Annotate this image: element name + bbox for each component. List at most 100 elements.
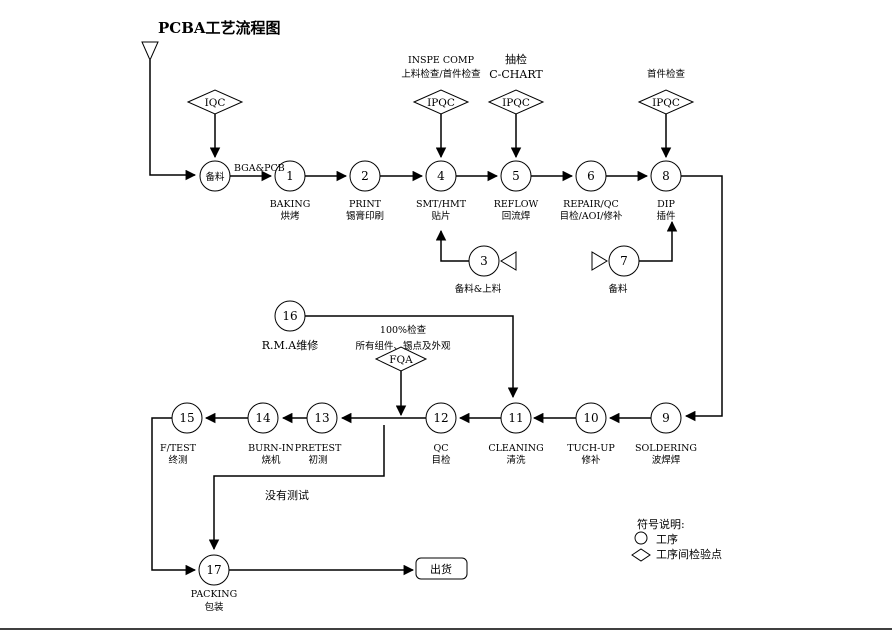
node-12-en: QC [433, 443, 448, 454]
iqc-label: IQC [205, 97, 226, 109]
edge-7-to-8 [639, 220, 678, 262]
edge-3-to-4 [435, 229, 469, 262]
node-8-number: 8 [662, 169, 670, 183]
bga-pcb-label: BGA&PCB [234, 163, 285, 174]
node-3-number: 3 [480, 254, 488, 268]
edge-no-test-to-17 [208, 425, 385, 551]
node-13-number: 13 [314, 411, 329, 425]
node-17: 17 [198, 554, 230, 586]
node-15-number: 15 [179, 411, 194, 425]
node-15: 15 [171, 402, 203, 434]
node-stock-label: 备料 [205, 171, 225, 183]
node-9-cn: 波焊焊 [652, 454, 681, 466]
ipqc5-top2: C-CHART [489, 68, 543, 81]
node-4-number: 4 [437, 169, 445, 183]
edge-15-to-17 [151, 417, 197, 576]
node-3: 3 [468, 245, 500, 277]
ipqc4-top1: INSPE COMP [408, 55, 475, 66]
node-9: 9 [650, 402, 682, 434]
node-12-number: 12 [433, 411, 448, 425]
node-7-number: 7 [620, 254, 628, 268]
node-14-cn: 烧机 [261, 454, 281, 466]
ipqc8-diamond: IPQC [637, 89, 695, 115]
ipqc4-label: IPQC [427, 97, 455, 109]
fqa-top2: 所有组件、锡点及外观 [355, 340, 451, 352]
node-16-number: 16 [282, 309, 297, 323]
node-17-number: 17 [206, 563, 221, 577]
ipqc4-diamond: IPQC [412, 89, 470, 115]
node-2: 2 [349, 160, 381, 192]
node-14: 14 [247, 402, 279, 434]
node-10-en: TUCH-UP [567, 443, 615, 454]
legend-inspection-diamond-icon [631, 548, 651, 562]
edge-16-to-11 [305, 315, 519, 399]
node-17-cn: 包装 [204, 601, 224, 613]
node-12-cn: 目检 [431, 454, 451, 466]
node-stock: 备料 [199, 160, 231, 192]
node-17-en: PACKING [191, 589, 237, 600]
node-7-cn: 备料 [608, 283, 628, 295]
node-8-cn: 插件 [656, 210, 676, 222]
node-4-en: SMT/HMT [416, 199, 467, 210]
node-3-source-triangle-icon [500, 251, 517, 271]
node-7-source-triangle-icon [591, 251, 608, 271]
node-11-cn: 清洗 [506, 454, 526, 466]
node-11-en: CLEANING [488, 443, 543, 454]
node-6-en: REPAIR/QC [563, 199, 619, 210]
edge-start-to-stock [149, 60, 197, 181]
node-13-en: PRETEST [295, 443, 342, 454]
node-1-cn: 烘烤 [280, 210, 300, 222]
fqa-top1: 100%检查 [380, 324, 427, 336]
node-5-number: 5 [512, 169, 520, 183]
fqa-label: FQA [389, 354, 413, 366]
legend: 符号说明: 工序 工序间检验点 [631, 517, 722, 562]
node-9-number: 9 [662, 411, 670, 425]
node-6-cn: 目检/AOI/修补 [560, 210, 623, 222]
node-10-cn: 修补 [581, 454, 601, 466]
ipqc5-label: IPQC [502, 97, 530, 109]
node-16: 16 [274, 300, 306, 332]
ipqc8-label: IPQC [652, 97, 680, 109]
node-2-en: PRINT [349, 199, 382, 210]
node-3-cn: 备料&上料 [455, 283, 502, 295]
ipqc5-top1: 抽检 [505, 52, 527, 66]
fqa-diamond: FQA [374, 346, 428, 372]
node-12: 12 [425, 402, 457, 434]
legend-process-circle-icon [634, 531, 648, 545]
ship-box: 出货 [415, 557, 468, 580]
ship-label: 出货 [430, 562, 452, 576]
legend-inspection-label: 工序间检验点 [656, 547, 722, 561]
node-10: 10 [575, 402, 607, 434]
node-13: 13 [306, 402, 338, 434]
node-1-en: BAKING [270, 199, 311, 210]
node-5: 5 [500, 160, 532, 192]
node-6: 6 [575, 160, 607, 192]
diagram-title: PCBA工艺流程图 [158, 19, 281, 37]
node-1-number: 1 [286, 169, 294, 183]
node-6-number: 6 [587, 169, 595, 183]
ipqc8-top: 首件检查 [647, 68, 686, 80]
start-triangle-icon [141, 41, 159, 62]
no-test-label: 没有测试 [265, 488, 309, 502]
node-8: 8 [650, 160, 682, 192]
iqc-diamond: IQC [186, 89, 244, 115]
node-10-number: 10 [583, 411, 598, 425]
edge-8-to-9 [681, 175, 723, 422]
node-11: 11 [500, 402, 532, 434]
node-9-en: SOLDERING [635, 443, 697, 454]
legend-title: 符号说明: [637, 517, 685, 531]
ipqc4-top2: 上料检查/首件检查 [401, 68, 481, 80]
node-15-en: F/TEST [160, 443, 197, 454]
ipqc5-diamond: IPQC [487, 89, 545, 115]
node-14-number: 14 [255, 411, 271, 425]
node-14-en: BURN-IN [248, 443, 294, 454]
node-2-number: 2 [361, 169, 369, 183]
node-13-cn: 初测 [308, 454, 327, 466]
node-5-cn: 回流焊 [502, 210, 531, 222]
node-4: 4 [425, 160, 457, 192]
node-2-cn: 锡膏印刷 [346, 210, 384, 222]
node-16-cn: R.M.A维修 [262, 338, 318, 352]
node-1: 1 [274, 160, 306, 192]
